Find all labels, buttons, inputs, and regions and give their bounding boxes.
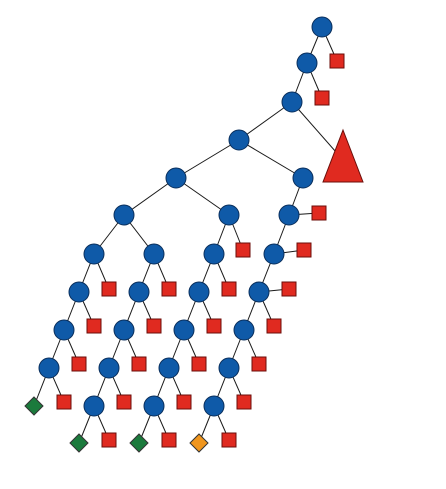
leaf-square	[281, 281, 297, 297]
tree-edge	[291, 101, 344, 161]
internal-node	[228, 129, 250, 151]
internal-node	[143, 243, 165, 265]
internal-node	[296, 52, 318, 74]
internal-node	[292, 167, 314, 189]
leaf-diamond-green	[24, 396, 44, 416]
leaf-square	[56, 394, 72, 410]
tree-edge	[123, 177, 177, 216]
leaf-square	[161, 281, 177, 297]
leaf-square	[206, 318, 222, 334]
leaf-square	[236, 394, 252, 410]
internal-node	[128, 281, 150, 303]
leaf-square	[266, 318, 282, 334]
tree-edge	[238, 101, 293, 141]
leaf-square	[131, 356, 147, 372]
internal-node	[218, 357, 240, 379]
internal-node	[38, 357, 60, 379]
tree-edge	[238, 139, 304, 179]
internal-node	[113, 319, 135, 341]
internal-node	[263, 243, 285, 265]
collapsed-subtree-triangle	[322, 128, 364, 183]
tree-edge	[175, 139, 240, 179]
leaf-square	[221, 432, 237, 448]
internal-node	[158, 357, 180, 379]
leaf-square	[176, 394, 192, 410]
internal-node	[83, 395, 105, 417]
leaf-square	[221, 281, 237, 297]
leaf-square	[101, 432, 117, 448]
internal-node	[143, 395, 165, 417]
internal-node	[188, 281, 210, 303]
leaf-square	[329, 53, 345, 69]
internal-node	[173, 319, 195, 341]
internal-node	[98, 357, 120, 379]
internal-node	[281, 91, 303, 113]
internal-node	[165, 167, 187, 189]
leaf-square	[251, 356, 267, 372]
leaf-square	[314, 90, 330, 106]
internal-node	[203, 243, 225, 265]
internal-node	[278, 204, 300, 226]
leaf-diamond-green	[69, 433, 89, 453]
leaf-square	[161, 432, 177, 448]
leaf-square	[116, 394, 132, 410]
leaf-diamond-green	[129, 433, 149, 453]
leaf-square	[311, 205, 327, 221]
internal-node	[83, 243, 105, 265]
tree-edge	[175, 177, 230, 216]
leaf-square	[146, 318, 162, 334]
leaf-square	[71, 356, 87, 372]
leaf-square	[101, 281, 117, 297]
nodes-layer	[24, 16, 364, 453]
leaf-square	[235, 242, 251, 258]
leaf-square	[191, 356, 207, 372]
internal-node	[203, 395, 225, 417]
internal-node	[53, 319, 75, 341]
edges-layer	[33, 26, 344, 444]
internal-node	[311, 16, 333, 38]
internal-node	[248, 281, 270, 303]
leaf-square	[296, 242, 312, 258]
internal-node	[218, 204, 240, 226]
internal-node	[113, 204, 135, 226]
leaf-square	[86, 318, 102, 334]
internal-node	[233, 319, 255, 341]
leaf-diamond-orange	[189, 433, 209, 453]
internal-node	[68, 281, 90, 303]
